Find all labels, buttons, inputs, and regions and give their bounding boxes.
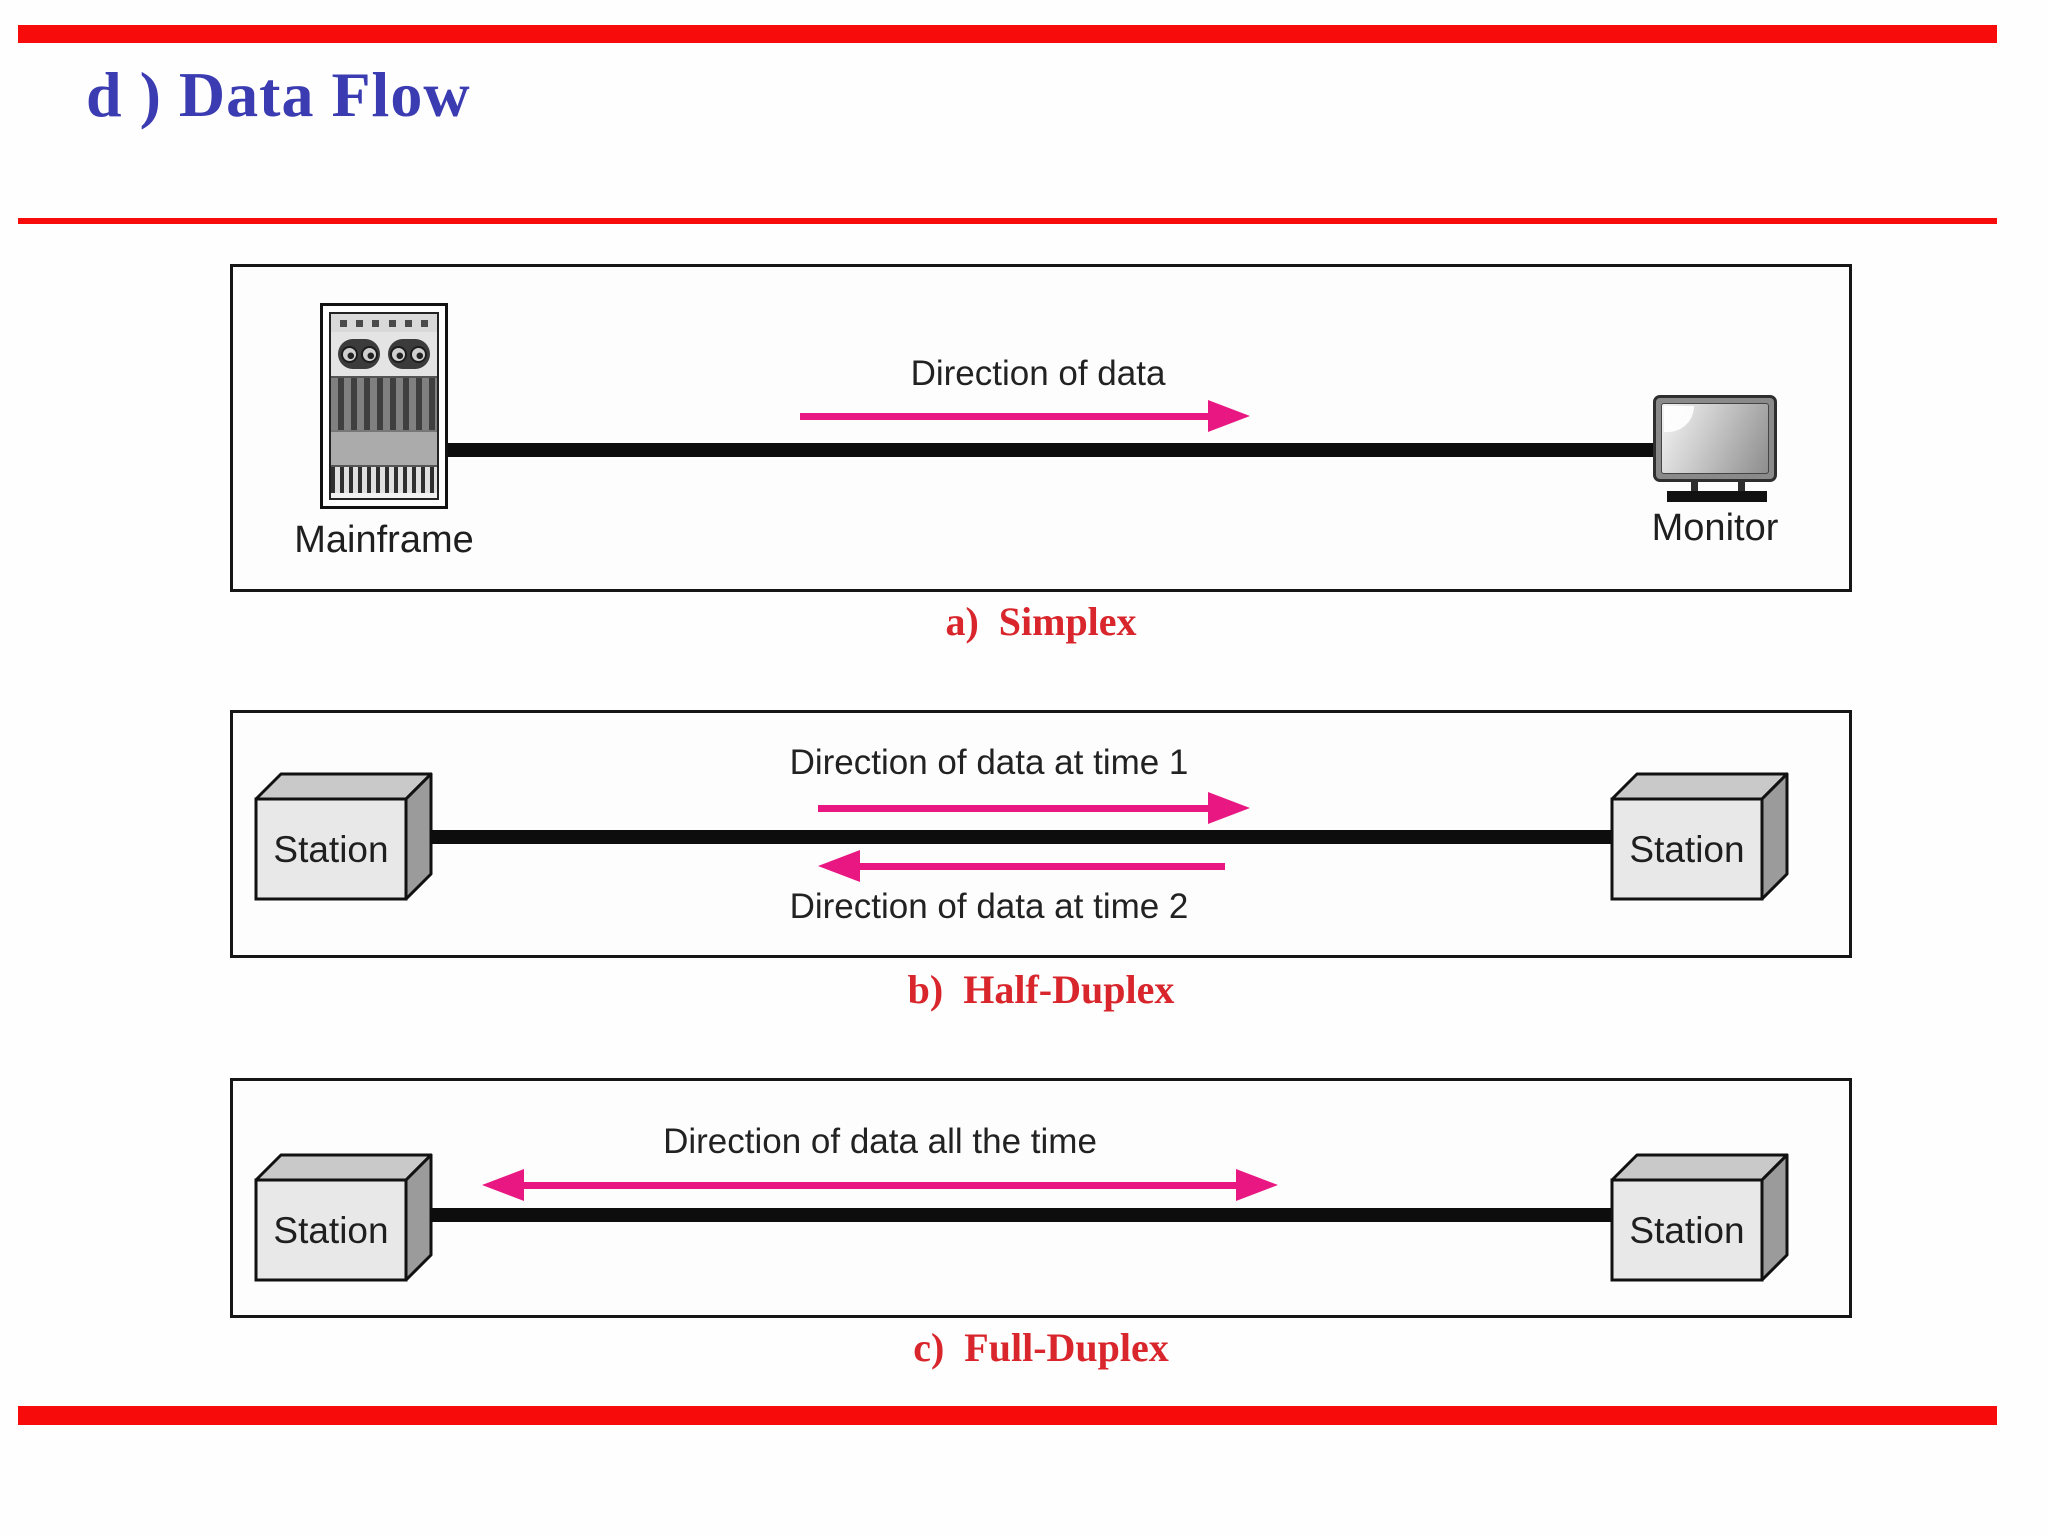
data-direction-arrow-time2 (818, 850, 1225, 882)
diagram-panel-full-duplex: Station Direction of data all the time S… (230, 1078, 1852, 1318)
station-icon-left: Station (254, 772, 433, 901)
station-label: Station (273, 1210, 388, 1251)
page-title: d ) Data Flow (86, 59, 471, 130)
arrow-label-direction-of-data: Direction of data (910, 354, 1166, 393)
station-label: Station (1629, 829, 1744, 870)
tape-reels (331, 332, 437, 376)
station-label: Station (1629, 1210, 1744, 1251)
link-cable (430, 1208, 1612, 1222)
station-icon-left: Station (254, 1153, 433, 1282)
diagram-panel-half-duplex: Station Direction of data at time 1 Dire… (230, 710, 1852, 958)
data-direction-arrow-right (800, 400, 1250, 432)
monitor-label: Monitor (1651, 507, 1779, 549)
mainframe-icon (320, 303, 448, 509)
link-cable (430, 830, 1612, 844)
arrow-label-all-the-time: Direction of data all the time (663, 1122, 1097, 1161)
monitor-icon (1653, 395, 1777, 482)
data-direction-arrow-both (482, 1169, 1278, 1201)
header-divider (18, 218, 1997, 224)
mainframe-label: Mainframe (294, 519, 474, 561)
station-icon-right: Station (1610, 772, 1789, 901)
bottom-accent-bar (18, 1406, 1997, 1425)
caption-simplex: a) Simplex (945, 599, 1137, 644)
diagram-panel-simplex: Mainframe Direction of data Monitor (230, 264, 1852, 592)
station-icon-right: Station (1610, 1153, 1789, 1282)
caption-half-duplex: b) Half-Duplex (907, 967, 1175, 1012)
top-accent-bar (18, 25, 1997, 43)
link-cable (448, 443, 1653, 457)
arrow-label-time-1: Direction of data at time 1 (789, 743, 1189, 782)
data-direction-arrow-time1 (818, 792, 1250, 824)
station-label: Station (273, 829, 388, 870)
arrow-label-time-2: Direction of data at time 2 (789, 887, 1189, 926)
caption-full-duplex: c) Full-Duplex (913, 1325, 1169, 1370)
